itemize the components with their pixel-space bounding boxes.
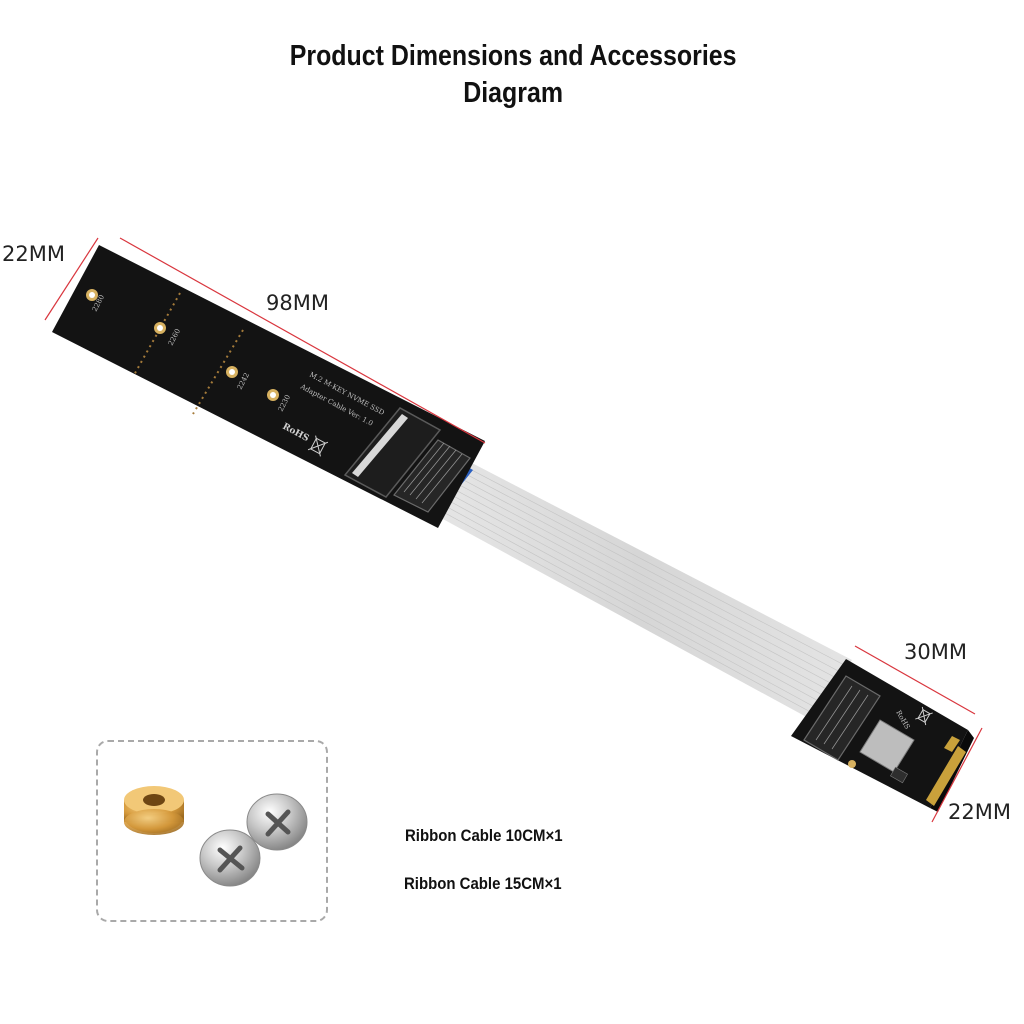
dim-label-small-length: 30MM [904, 640, 967, 664]
dim-line-large-length [119, 237, 486, 444]
small-mounting-hole [848, 760, 856, 768]
small-pcb-board: RoHS [791, 659, 974, 812]
large-pcb-board: 2280 2260 2242 2230 M.2 M-KEY NVME SSD A… [52, 245, 485, 528]
dim-label-large-width: 22MM [2, 242, 65, 266]
metal-shield-chip [859, 719, 915, 773]
dim-label-large-length: 98MM [266, 291, 329, 315]
gold-key-notch [944, 736, 960, 752]
screw-icon-top [246, 793, 308, 851]
gold-edge-contacts [926, 746, 966, 806]
m2-slot-contacts [352, 414, 408, 477]
accessory-ribbon-15cm: Ribbon Cable 15CM×1 [404, 874, 562, 893]
dimension-lines [44, 237, 983, 823]
ribbon-cable-stripes [433, 466, 849, 716]
title-line-1: Product Dimensions and Accessories [289, 40, 737, 72]
dim-line-small-width [931, 727, 983, 823]
screw-icon-bottom [199, 829, 261, 887]
dim-label-small-width: 22MM [948, 800, 1011, 824]
small-weee-bin-icon [915, 706, 933, 726]
page-title: Product Dimensions and Accessories Diagr… [73, 38, 954, 112]
fpc-connector-large [393, 439, 471, 513]
dim-line-small-length [854, 645, 976, 715]
fpc-connector-pins-large [403, 442, 463, 504]
dim-line-large-width [44, 237, 99, 321]
fpc-connector-small [803, 675, 881, 761]
small-ic-chip [890, 766, 908, 784]
mounting-holes [86, 289, 279, 401]
mounting-dividers [133, 292, 244, 415]
weee-bin-icon [307, 435, 329, 457]
ribbon-cable [430, 462, 852, 720]
title-line-2: Diagram [463, 77, 564, 109]
brass-standoff [124, 786, 184, 835]
accessory-ribbon-10cm: Ribbon Cable 10CM×1 [405, 826, 563, 845]
accessories-box [96, 740, 328, 922]
fpc-connector-pins-small [815, 685, 869, 750]
m2-slot-connector [343, 407, 442, 498]
